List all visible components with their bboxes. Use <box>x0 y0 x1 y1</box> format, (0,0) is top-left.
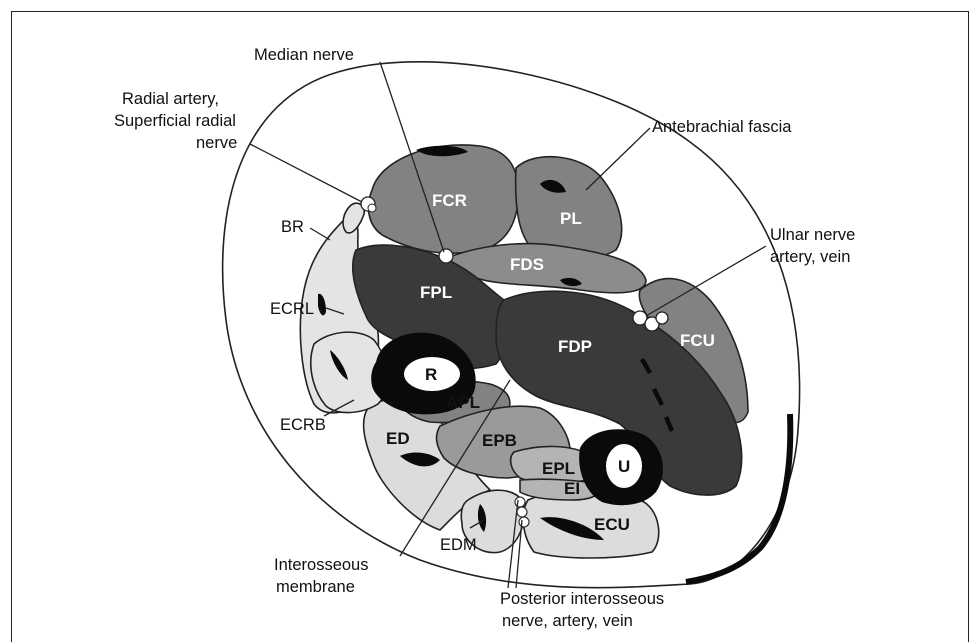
radial-label-line3: nerve <box>196 134 237 152</box>
ecu-label: ECU <box>594 515 630 534</box>
posterior-interosseous-vessel <box>515 497 525 507</box>
median-nerve-label: Median nerve <box>254 46 354 64</box>
radial-artery-vessel <box>368 204 376 212</box>
interosseous-label-line2: membrane <box>276 578 355 596</box>
epl-label: EPL <box>542 459 575 478</box>
fdp-label: FDP <box>558 337 592 356</box>
ecrb-label: ECRB <box>280 416 326 434</box>
median-nerve-vessel <box>439 249 453 263</box>
ecrl-label: ECRL <box>270 300 314 318</box>
epb-label: EPB <box>482 431 517 450</box>
ed-label: ED <box>386 429 410 448</box>
apl-label: APL <box>446 393 480 412</box>
edm-label: EDM <box>440 536 477 554</box>
radial-label-line2: Superficial radial <box>114 112 236 130</box>
fcr-label: FCR <box>432 191 467 210</box>
fcu-label: FCU <box>680 331 715 350</box>
ulnar-label-line1: Ulnar nerve <box>770 226 855 244</box>
u-label: U <box>618 457 630 476</box>
ei-label: EI <box>564 479 580 498</box>
fpl-label: FPL <box>420 283 452 302</box>
br-label: BR <box>281 218 304 236</box>
radial-label-line1: Radial artery, <box>122 90 219 108</box>
pl-label: PL <box>560 209 582 228</box>
ulnar-vessel <box>656 312 668 324</box>
posterior-interosseous-vessel <box>519 517 529 527</box>
interosseous-label-line1: Interosseous <box>274 556 368 574</box>
fds-label: FDS <box>510 255 544 274</box>
posterior-label-line2: nerve, artery, vein <box>502 612 633 630</box>
r-label: R <box>425 365 437 384</box>
ulnar-label-line2: artery, vein <box>770 248 850 266</box>
antebrachial-fascia-label: Antebrachial fascia <box>652 118 792 136</box>
posterior-interosseous-vessel <box>517 507 527 517</box>
posterior-label-line1: Posterior interosseous <box>500 590 664 608</box>
